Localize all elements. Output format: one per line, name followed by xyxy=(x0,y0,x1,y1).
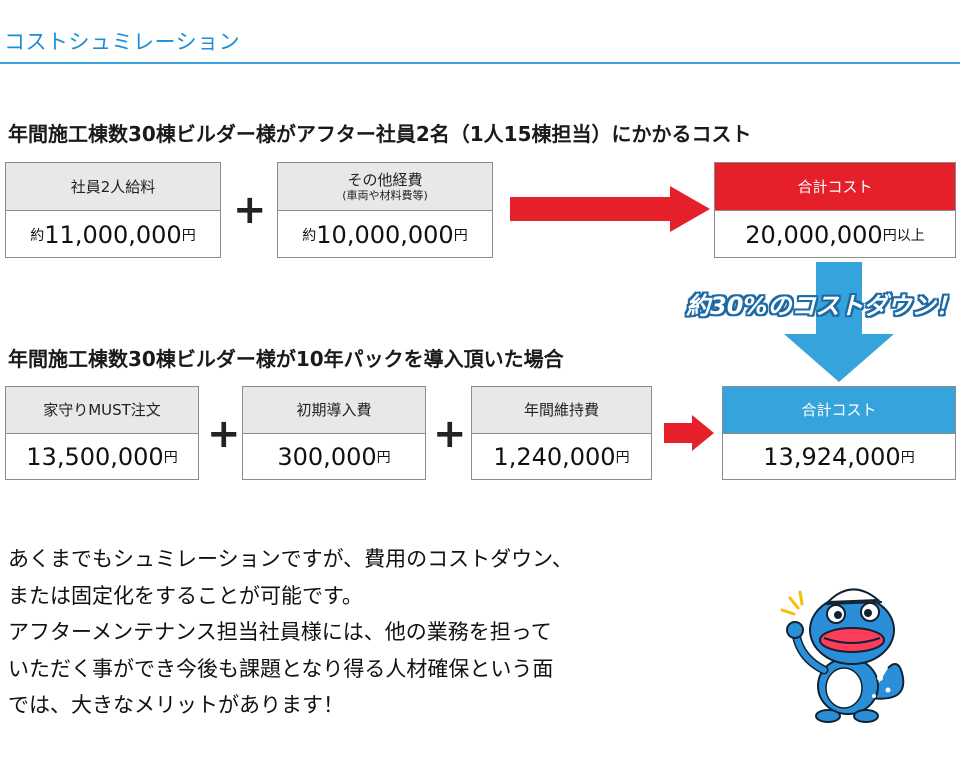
title-divider xyxy=(0,62,960,64)
cost-down-badge: 約30%のコストダウン！ xyxy=(686,292,960,320)
after-total-amount: 13,924,000 xyxy=(763,443,901,471)
maintenance-label-text: 年間維持費 xyxy=(523,401,599,419)
before-heading: 年間施工棟数30棟ビルダー様がアフター社員2名（1人15棟担当）にかかるコスト xyxy=(8,122,752,146)
maintenance-amount: 1,240,000 xyxy=(493,443,616,471)
after-total-label-text: 合計コスト xyxy=(801,401,877,419)
salary-amount: 11,000,000 xyxy=(44,220,182,249)
before-total-amount: 20,000,000 xyxy=(745,220,883,249)
before-total-label: 合計コスト xyxy=(715,163,955,211)
before-total-label-text: 合計コスト xyxy=(797,177,873,196)
description-line: または固定化をすることが可能です。 xyxy=(8,583,363,608)
maintenance-label: 年間維持費 xyxy=(472,387,651,434)
after-total-unit: 円 xyxy=(900,450,915,466)
other-expense-label-text: その他経費 xyxy=(347,170,423,189)
other-expense-sublabel: (車両や材料費等) xyxy=(342,188,428,202)
intro-fee-unit: 円 xyxy=(376,450,391,466)
description-line: では、大きなメリットがあります！ xyxy=(8,693,344,717)
salary-label-text: 社員2人給料 xyxy=(70,177,156,196)
red-arrow-icon xyxy=(510,186,710,232)
description-line: いただく事ができ今後も課題となり得る人材確保という面 xyxy=(8,656,554,681)
intro-fee-label: 初期導入費 xyxy=(243,387,425,434)
after-total-label: 合計コスト xyxy=(723,387,955,434)
plus-sign-2: + xyxy=(207,411,241,457)
blue-down-arrow-icon xyxy=(784,262,894,382)
intro-fee-label-text: 初期導入費 xyxy=(296,401,372,419)
salary-unit: 円 xyxy=(181,227,196,244)
salary-label: 社員2人給料 xyxy=(6,163,220,211)
other-expense-label: その他経費 (車両や材料費等) xyxy=(278,163,492,211)
other-expense-prefix: 約 xyxy=(302,227,317,244)
salary-prefix: 約 xyxy=(30,227,45,244)
description-text: あくまでもシュミレーションですが、費用のコストダウン、 または固定化をすることが… xyxy=(8,541,748,724)
order-label-text: 家守りMUST注文 xyxy=(43,401,161,419)
other-expense-unit: 円 xyxy=(453,227,468,244)
description-line: アフターメンテナンス担当社員様には、他の業務を担って xyxy=(8,620,552,644)
after-heading: 年間施工棟数30棟ビルダー様が10年パックを導入頂いた場合 xyxy=(8,347,564,371)
order-unit: 円 xyxy=(163,450,178,466)
before-total-unit: 円以上 xyxy=(882,227,925,244)
red-arrow-small-icon xyxy=(664,415,714,451)
maintenance-unit: 円 xyxy=(615,450,630,466)
page-title: コストシュミレーション xyxy=(4,30,241,54)
description-line: あくまでもシュミレーションですが、費用のコストダウン、 xyxy=(8,547,573,571)
plus-sign-1: + xyxy=(233,187,267,233)
plus-sign-3: + xyxy=(433,411,467,457)
other-expense-amount: 10,000,000 xyxy=(316,220,454,249)
gecko-mascot-icon xyxy=(780,588,905,723)
intro-fee-amount: 300,000 xyxy=(277,443,377,471)
order-amount: 13,500,000 xyxy=(26,443,164,471)
order-label: 家守りMUST注文 xyxy=(6,387,198,434)
